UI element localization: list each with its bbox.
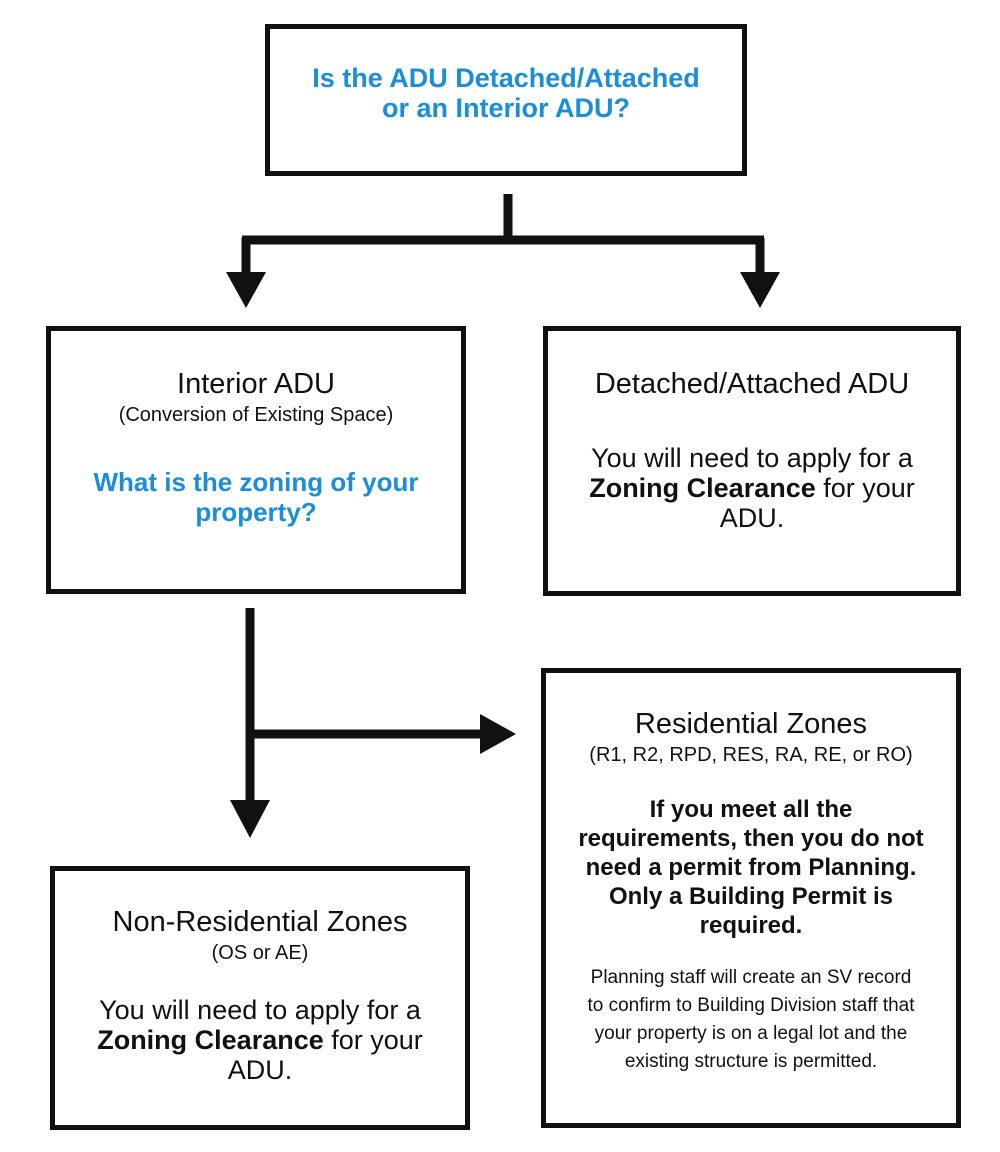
residential-zones-subtitle: (R1, R2, RPD, RES, RA, RE, or RO) [589,744,913,766]
detached-adu-text-line2-rest: for your [815,473,915,503]
residential-requirement-line: requirements, then you do not [578,825,924,852]
residential-zones-box: Residential Zones (R1, R2, RPD, RES, RA,… [541,668,961,1128]
non-residential-zones-subtitle: (OS or AE) [211,942,309,964]
non-residential-text-line2-rest: for your [323,1025,423,1055]
residential-note-line: Planning staff will create an SV record [590,967,912,988]
arrowhead-to-detached [740,272,780,308]
detached-adu-text-line1: You will need to apply for a [591,443,913,473]
non-residential-text-line3: ADU. [227,1055,293,1085]
detached-attached-adu-box: Detached/Attached ADU You will need to a… [543,326,961,596]
interior-adu-box: Interior ADU (Conversion of Existing Spa… [46,326,466,594]
residential-note-line: to confirm to Building Division staff th… [587,995,915,1016]
residential-requirement-line: need a permit from Planning. [585,854,917,881]
non-residential-text-line1: You will need to apply for a [99,995,421,1025]
residential-zones-title: Residential Zones [634,708,868,740]
arrowhead-to-interior [226,272,266,308]
detached-adu-text-line3: ADU. [719,503,785,533]
question-box-adu-type: Is the ADU Detached/Attached or an Inter… [265,24,747,176]
interior-adu-subtitle: (Conversion of Existing Space) [118,404,394,426]
adu-type-question-line1: Is the ADU Detached/Attached [312,63,700,93]
detached-adu-text-line2: Zoning Clearance for your [548,473,956,503]
residential-requirement-line: Only a Building Permit is [608,883,894,910]
residential-requirement-line: required. [699,912,803,939]
non-residential-zones-title: Non-Residential Zones [112,906,408,938]
zoning-question-line1: What is the zoning of your [93,467,419,497]
zoning-question-line2: property? [195,497,317,527]
non-residential-text-line2: Zoning Clearance for your [55,1025,465,1055]
residential-note-line: your property is on a legal lot and the [594,1023,908,1044]
zoning-clearance-term: Zoning Clearance [589,473,816,503]
zoning-clearance-term: Zoning Clearance [97,1025,324,1055]
arrowhead-to-residential [480,714,516,754]
residential-note-line: existing structure is permitted. [624,1051,878,1072]
residential-requirement-line: If you meet all the [649,796,853,823]
interior-adu-title: Interior ADU [177,368,335,400]
adu-type-question-line2: or an Interior ADU? [381,93,630,123]
arrowhead-to-nonresidential [230,800,270,838]
non-residential-zones-box: Non-Residential Zones (OS or AE) You wil… [50,866,470,1130]
detached-adu-title: Detached/Attached ADU [594,368,910,400]
